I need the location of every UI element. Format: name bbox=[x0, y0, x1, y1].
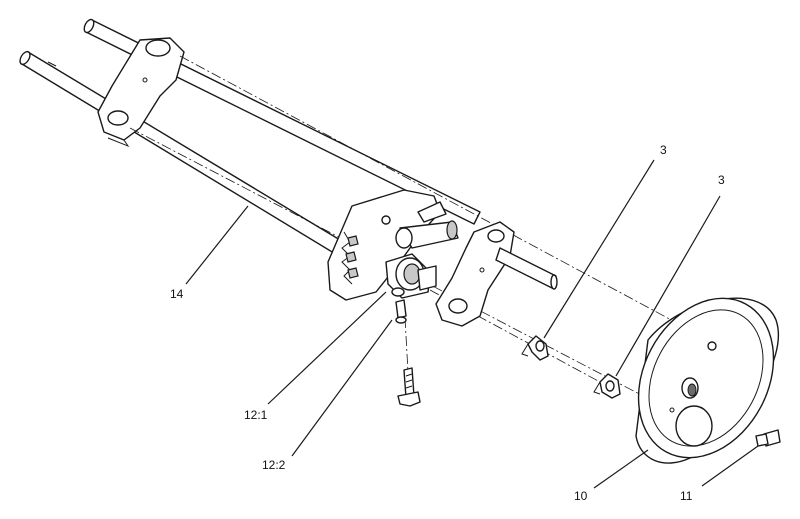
callout-10: 10 bbox=[574, 489, 588, 503]
callout-3-upper: 3 bbox=[660, 143, 667, 157]
wheel-bolt bbox=[755, 429, 781, 447]
rear-support-bracket bbox=[97, 37, 185, 148]
e-clip-1 bbox=[521, 335, 549, 361]
callout-11: 11 bbox=[680, 489, 693, 503]
front-shaft bbox=[495, 247, 558, 290]
leader-lines bbox=[185, 159, 759, 489]
pivot-arm bbox=[395, 201, 459, 249]
height-adjust-plate bbox=[327, 189, 441, 301]
callout-3-lower: 3 bbox=[718, 173, 725, 187]
wheel bbox=[635, 297, 779, 464]
e-clip-2 bbox=[593, 373, 621, 399]
callout-14: 14 bbox=[170, 287, 184, 301]
callout-12-1: 12:1 bbox=[244, 408, 268, 422]
front-link-plate bbox=[435, 221, 515, 327]
hub-bushing bbox=[385, 253, 437, 299]
callout-12-2: 12:2 bbox=[262, 458, 286, 472]
washer-and-bolt bbox=[395, 299, 421, 407]
